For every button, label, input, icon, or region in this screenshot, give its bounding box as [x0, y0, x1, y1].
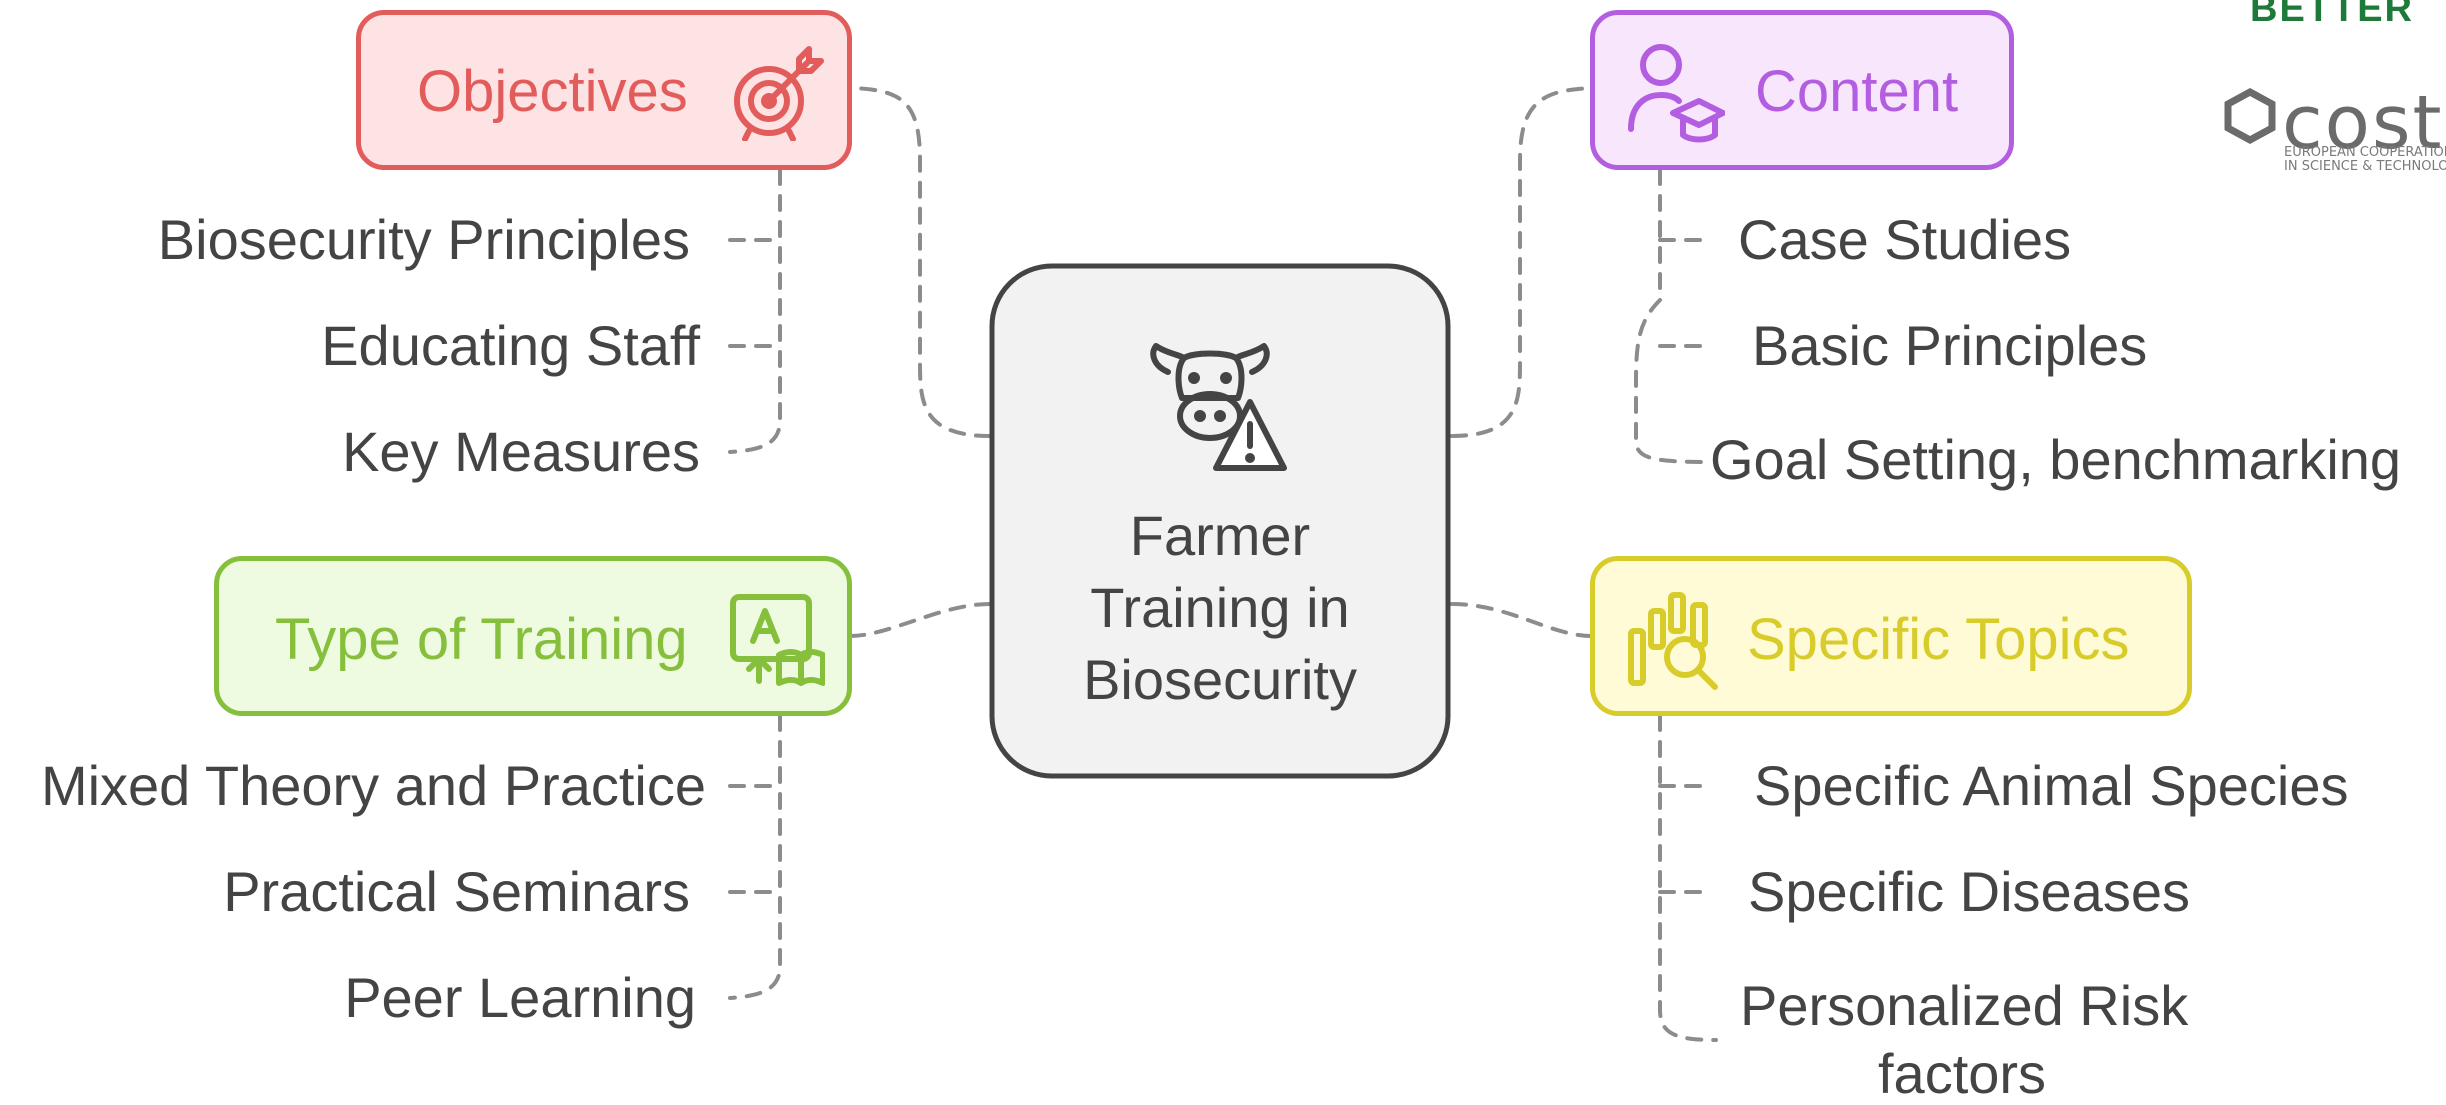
training-item-1: Mixed Theory and Practice — [40, 754, 706, 817]
objectives-item-2: Educating Staff — [321, 314, 700, 377]
connector-center-training — [848, 602, 992, 638]
target-icon — [734, 46, 824, 141]
cost-subtitle-line-1: EUROPEAN COOPERATION — [2284, 145, 2446, 160]
lesson-book-icon — [730, 594, 825, 686]
teacher-icon — [1628, 44, 1725, 143]
topics-item-3-line-1: Personalized Risk — [1740, 974, 2189, 1037]
objectives-item-3: Key Measures — [342, 420, 700, 483]
objectives-title: Objectives — [417, 59, 688, 124]
content-item-2: Basic Principles — [1752, 314, 2148, 377]
cost-wordmark: cost — [2282, 80, 2444, 166]
content-title: Content — [1755, 59, 1959, 124]
center-title-line-2: Training in — [1090, 576, 1350, 639]
content-item-1: Case Studies — [1738, 208, 2072, 271]
connector-content-trunk — [1634, 168, 1712, 464]
training-node: Type of Training — [214, 556, 852, 716]
cost-subtitle: EUROPEAN COOPERATION IN SCIENCE & TECHNO… — [2284, 146, 2446, 174]
connector-training-trunk — [728, 714, 782, 1000]
content-item-3: Goal Setting, benchmarking — [1710, 428, 2402, 491]
center-title: Farmer Training in Biosecurity — [992, 500, 1448, 716]
topics-item-3-line-2: factors — [1878, 1042, 2047, 1105]
connector-center-content — [1450, 86, 1594, 438]
connector-center-objectives — [850, 86, 992, 438]
center-title-line-1: Farmer — [1129, 504, 1311, 567]
content-node: Content — [1590, 10, 2014, 170]
topics-title: Specific Topics — [1747, 607, 2130, 672]
connector-objectives-trunk — [728, 168, 782, 454]
cost-subtitle-line-2: IN SCIENCE & TECHNOLOGY — [2284, 159, 2446, 174]
connector-topics-trunk — [1658, 714, 1718, 1042]
better-logo: BETTER — [2250, 0, 2414, 30]
training-item-2: Practical Seminars — [223, 860, 690, 923]
data-search-icon — [1628, 592, 1718, 690]
cost-hexagon-icon — [2224, 88, 2276, 144]
topics-node: Specific Topics — [1590, 556, 2192, 716]
connector-center-topics — [1450, 602, 1594, 638]
topics-item-1: Specific Animal Species — [1754, 754, 2349, 817]
training-item-3: Peer Learning — [344, 966, 696, 1029]
training-title: Type of Training — [275, 607, 688, 672]
cost-logo: cost EUROPEAN COOPERATION IN SCIENCE & T… — [2220, 80, 2446, 174]
objectives-item-1: Biosecurity Principles — [157, 208, 690, 271]
center-title-line-3: Biosecurity — [1083, 648, 1357, 711]
objectives-node: Objectives — [356, 10, 852, 170]
center-node — [989, 263, 1451, 779]
cow-warning-icon — [1150, 343, 1287, 471]
topics-item-2: Specific Diseases — [1748, 860, 2190, 923]
